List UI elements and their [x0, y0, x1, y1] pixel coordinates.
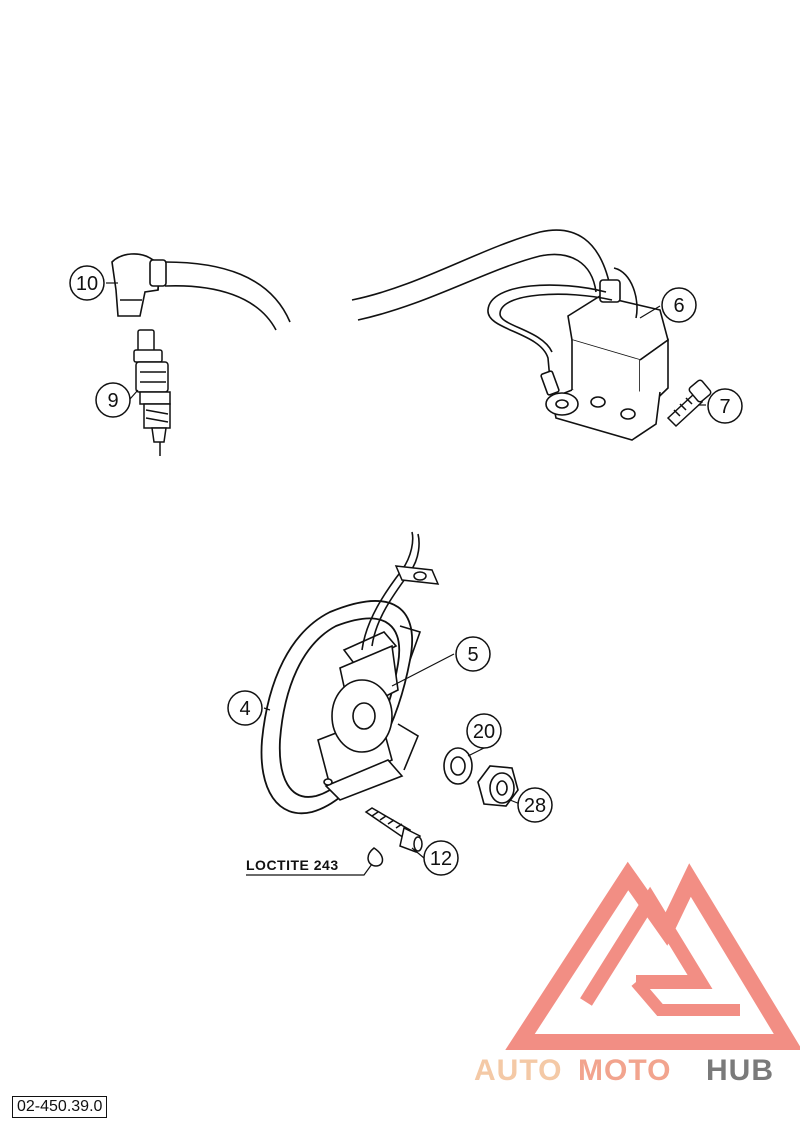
part-code-label: 02-450.39.0	[12, 1096, 108, 1118]
svg-text:20: 20	[473, 721, 495, 743]
callout-5: 5	[455, 636, 491, 672]
loctite-label: LOCTITE 243	[246, 857, 339, 873]
callout-6: 6	[661, 287, 697, 323]
callout-9: 9	[95, 382, 131, 418]
callout-28: 28	[517, 787, 553, 823]
svg-text:7: 7	[719, 396, 730, 418]
nut-part	[477, 765, 519, 807]
spark-plug-part	[133, 329, 171, 456]
brand-moto: MOTO	[578, 1054, 671, 1087]
stator-screw-part	[364, 807, 423, 853]
callout-20: 20	[466, 713, 502, 749]
ignition-coil-part	[551, 267, 669, 441]
leader-lines	[106, 282, 706, 876]
brand-auto: AUTO	[474, 1054, 562, 1087]
callout-4: 4	[227, 690, 263, 726]
ground-wire	[487, 284, 613, 381]
svg-text:4: 4	[239, 698, 250, 720]
brand-hub: HUB	[706, 1054, 774, 1087]
cable-grommet	[394, 565, 440, 585]
spark-plug-cap-part	[111, 253, 167, 317]
svg-text:28: 28	[524, 795, 546, 817]
generator-coil-part	[317, 625, 422, 801]
svg-text:6: 6	[673, 295, 684, 317]
svg-text:12: 12	[430, 848, 452, 870]
ignition-cable	[164, 229, 611, 331]
callout-7: 7	[707, 388, 743, 424]
ring-terminal	[540, 370, 579, 416]
loctite-drop-icon	[367, 847, 384, 867]
svg-text:5: 5	[467, 644, 478, 666]
svg-text:9: 9	[107, 390, 118, 412]
automotohub-logo-icon	[505, 861, 800, 1050]
washer-part	[443, 747, 473, 785]
coil-screw-part	[666, 379, 712, 428]
callout-12: 12	[423, 840, 459, 876]
svg-text:10: 10	[76, 273, 98, 295]
callout-10: 10	[69, 265, 105, 301]
